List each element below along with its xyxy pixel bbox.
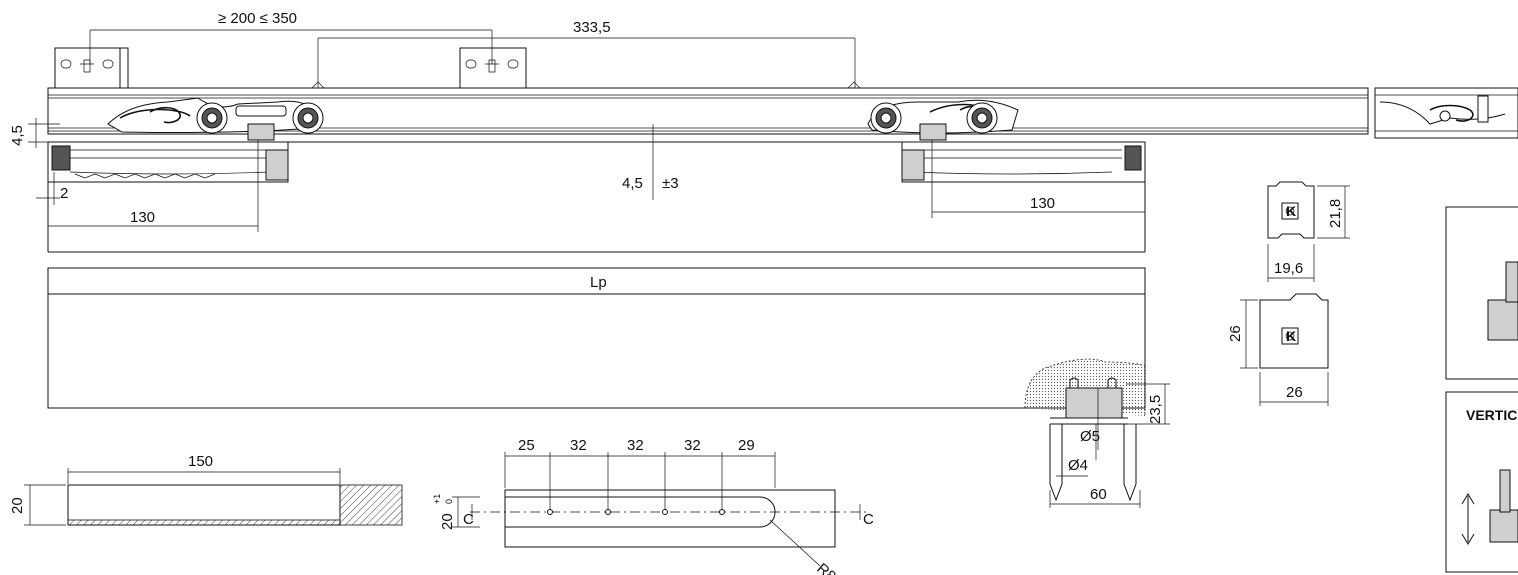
dimension-rail-offset: [28, 118, 60, 148]
centre-mark-left: C: [463, 511, 474, 528]
clip-large-width: 26: [1286, 384, 1303, 401]
panel-top-profile: [47, 141, 1146, 253]
clip-large-height: 26: [1227, 325, 1244, 342]
clip-small-height: 21,8: [1327, 199, 1344, 228]
vertical-adjust-label: 4,5: [622, 175, 643, 192]
dimension-bottom-gap: [36, 172, 60, 205]
bottom-gap-label: 2: [60, 185, 68, 202]
door-panel: [47, 267, 1146, 409]
top-rail-section-2: [1374, 87, 1518, 139]
drill-tol-lower: 0: [444, 499, 454, 504]
dimension-hanger-spacing: [89, 29, 493, 64]
vertical-adjust-tol-label: ±3: [662, 175, 679, 192]
bracket-hole-small: Ø4: [1068, 457, 1088, 474]
dimension-right-overhang: [931, 140, 1145, 218]
drill-template: [452, 452, 870, 567]
side-section-length: 150: [188, 453, 213, 470]
clip-large: [1240, 293, 1329, 406]
carriage-left: [107, 97, 324, 141]
adjust-panel-label: VERTICAL: [1466, 407, 1518, 423]
info-panel-top: [1445, 206, 1518, 380]
rail-offset-label: 4,5: [9, 125, 26, 146]
info-panel-bottom: [1445, 391, 1518, 573]
clip-small: [1267, 181, 1350, 282]
hanger-bracket-left: [54, 47, 129, 93]
drill-spacing-1: 25: [518, 437, 535, 454]
bracket-height-label: 23,5: [1147, 395, 1164, 424]
dimension-left-overhang: [48, 140, 259, 232]
dimension-wheel-distance: [317, 37, 856, 88]
centre-mark-right: C: [863, 511, 874, 528]
bracket-hole-large: Ø5: [1080, 428, 1100, 445]
wheel-distance-label: 333,5: [573, 19, 611, 36]
drill-spacing-3: 32: [627, 437, 644, 454]
side-section-height: 20: [9, 497, 26, 514]
clip-small-logo: K: [1286, 203, 1296, 219]
hanger-bracket-middle: [459, 47, 527, 89]
drill-height-label: 20: [439, 513, 456, 530]
side-section: [24, 468, 403, 526]
carriage-right: [867, 99, 1019, 141]
clip-small-width: 19,6: [1274, 260, 1303, 277]
right-overhang-label: 130: [1030, 195, 1055, 212]
drill-radius-label: R8: [813, 560, 839, 575]
bracket-width-label: 60: [1090, 486, 1107, 503]
hanger-spacing-label: ≥ 200 ≤ 350: [218, 10, 297, 27]
left-overhang-label: 130: [130, 209, 155, 226]
bracket-detail: [1024, 358, 1170, 508]
clip-large-logo: K: [1286, 328, 1296, 344]
drill-spacing-2: 32: [570, 437, 587, 454]
panel-length-label: Lp: [590, 274, 607, 291]
drill-tol-upper: +1: [432, 494, 442, 504]
drill-spacing-4: 32: [684, 437, 701, 454]
drill-spacing-5: 29: [738, 437, 755, 454]
